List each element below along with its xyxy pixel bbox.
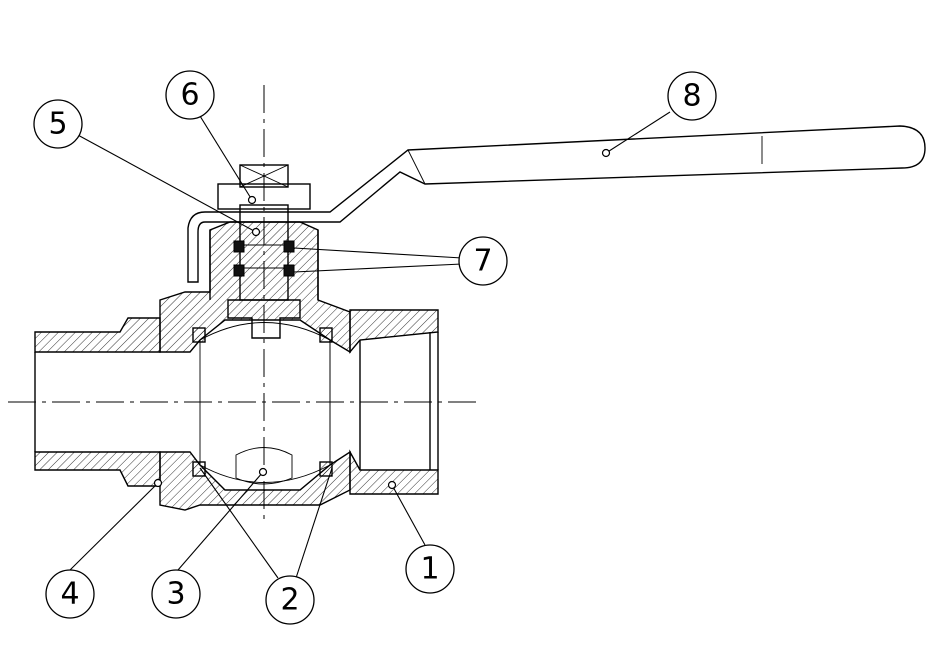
callout-8: 8 <box>667 71 717 121</box>
callout-6: 6 <box>165 70 215 120</box>
reference-dots <box>153 148 611 490</box>
ball-part <box>199 322 331 485</box>
callout-1: 1 <box>405 544 455 594</box>
callout-7: 7 <box>458 236 508 286</box>
callout-7-label: 7 <box>473 244 492 279</box>
callout-8-label: 8 <box>682 79 701 114</box>
callout-4: 4 <box>45 569 95 619</box>
nut-part <box>217 164 311 210</box>
callout-5: 5 <box>33 99 83 149</box>
callout-2-label: 2 <box>280 583 299 618</box>
callout-3-label: 3 <box>166 577 185 612</box>
callout-3: 3 <box>151 569 201 619</box>
o-rings <box>233 240 295 277</box>
callout-5-label: 5 <box>48 107 67 142</box>
leader-lines <box>69 111 671 579</box>
callout-6-label: 6 <box>180 78 199 113</box>
handle-part <box>187 125 926 283</box>
callout-1-label: 1 <box>420 552 439 587</box>
seat-rings <box>192 327 333 477</box>
end-cap-part <box>349 309 439 495</box>
callout-2: 2 <box>265 575 315 625</box>
callout-4-label: 4 <box>60 577 79 612</box>
